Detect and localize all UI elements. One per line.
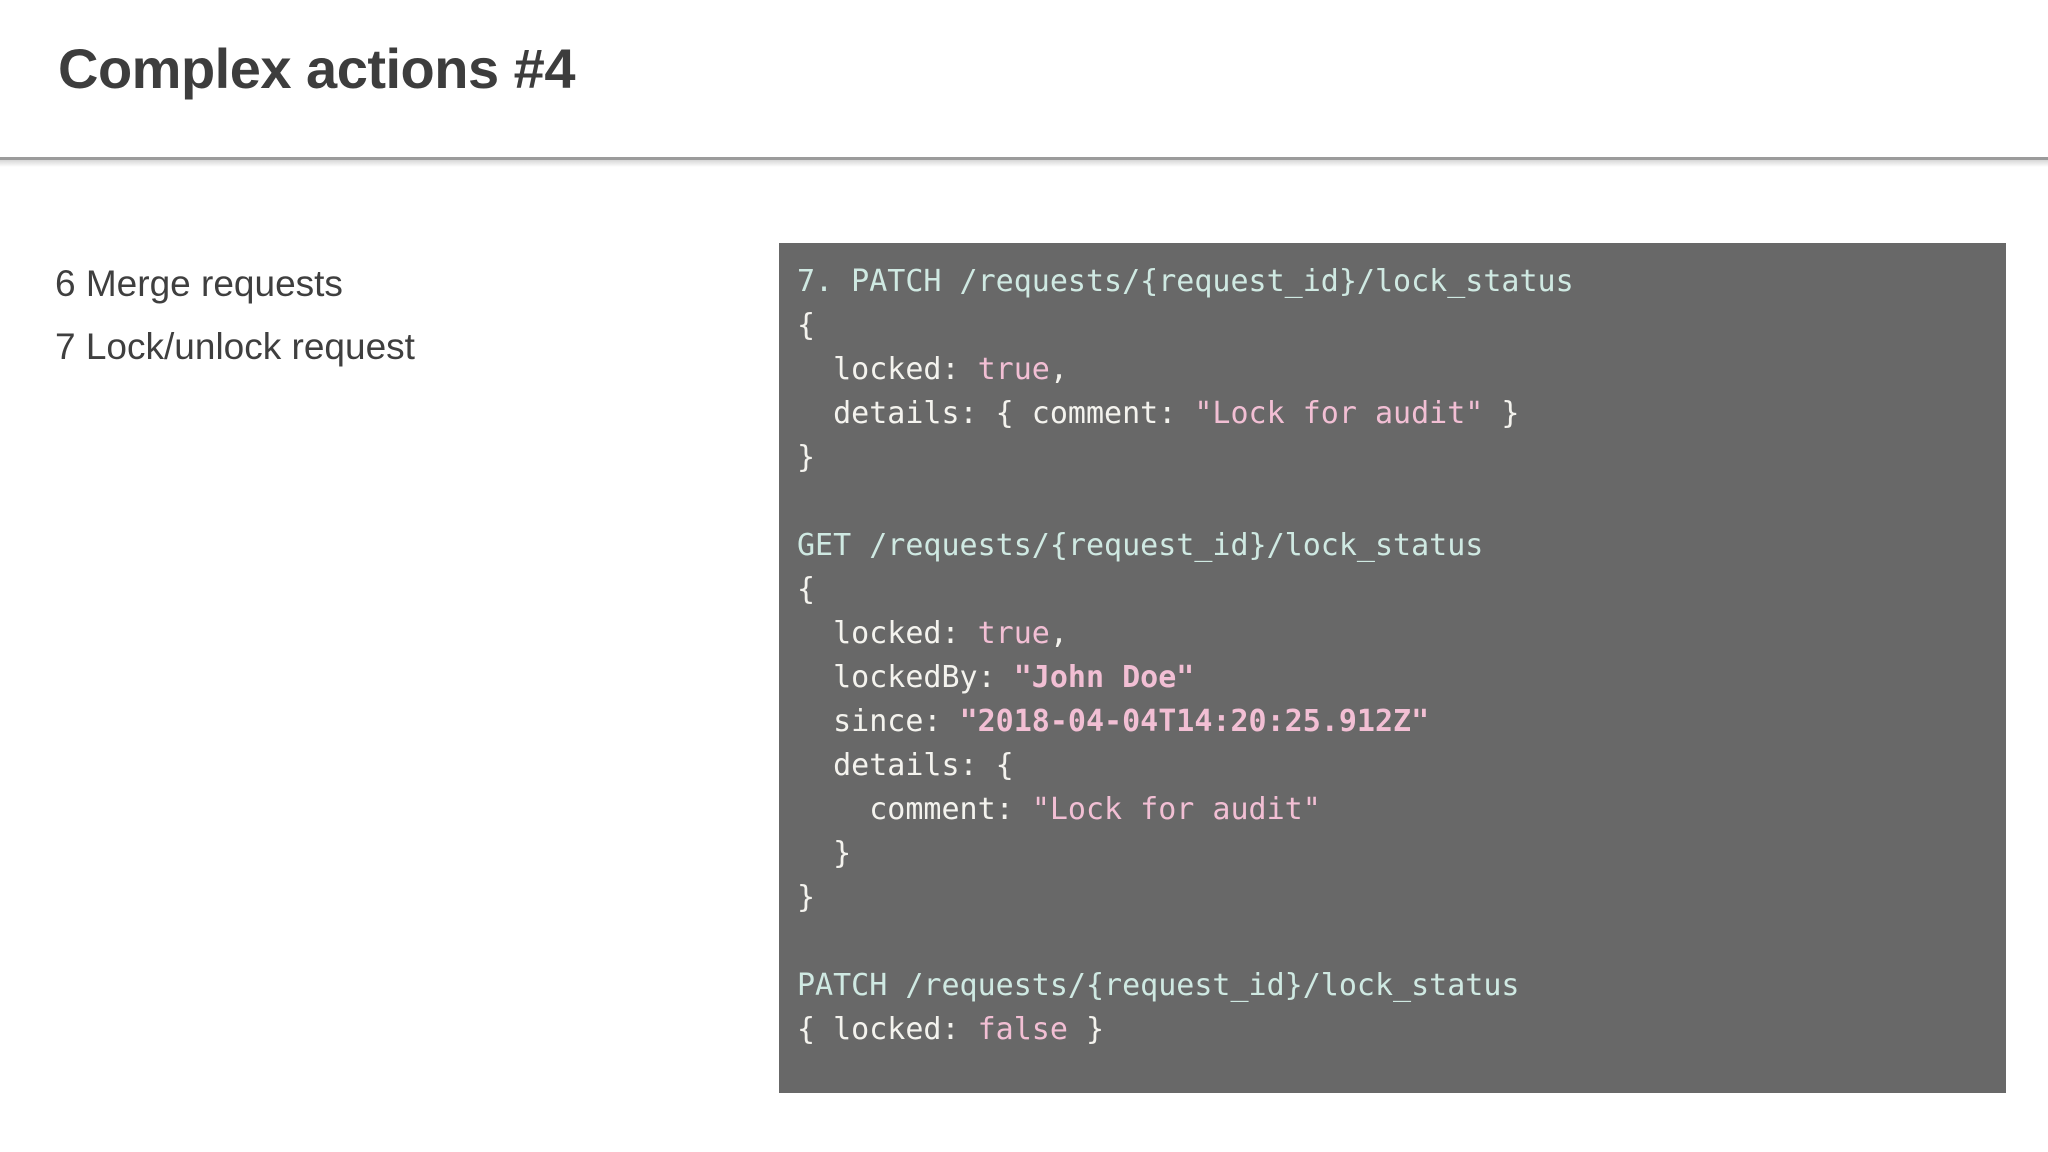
code-line: { xyxy=(797,568,2006,612)
slide-header: Complex actions #4 xyxy=(0,0,2048,167)
header-divider xyxy=(0,157,2048,160)
code-token-value: "Lock for audit" xyxy=(1194,396,1484,431)
code-line-blank xyxy=(797,920,2006,964)
code-token-plain: since: xyxy=(797,704,960,739)
code-line: GET /requests/{request_id}/lock_status xyxy=(797,524,2006,568)
code-token-plain: } xyxy=(797,836,852,871)
page-title: Complex actions #4 xyxy=(58,37,575,100)
code-token-url: 7. PATCH /requests/{request_id}/lock_sta… xyxy=(797,264,1574,299)
code-line: locked: true, xyxy=(797,348,2006,392)
code-token-value: false xyxy=(977,1012,1068,1047)
code-token-plain: { xyxy=(797,308,816,343)
bullet-list: 6 Merge requests 7 Lock/unlock request xyxy=(55,252,695,378)
code-token-plain: comment: xyxy=(797,792,1032,827)
code-line: details: { comment: "Lock for audit" } xyxy=(797,392,2006,436)
code-token-plain: lockedBy: xyxy=(797,660,1014,695)
code-token-plain: } xyxy=(797,440,816,475)
code-token-plain: details: { comment: xyxy=(797,396,1195,431)
code-line: since: "2018-04-04T14:20:25.912Z" xyxy=(797,700,2006,744)
code-token-url: GET /requests/{request_id}/lock_status xyxy=(797,528,1484,563)
code-token-plain: } xyxy=(797,880,816,915)
code-token-value: "2018-04-04T14:20:25.912Z" xyxy=(959,704,1430,739)
code-line-blank xyxy=(797,480,2006,524)
code-panel: 7. PATCH /requests/{request_id}/lock_sta… xyxy=(779,243,2006,1093)
code-line: details: { xyxy=(797,744,2006,788)
code-token-plain: , xyxy=(1049,616,1068,651)
code-token-plain: locked: xyxy=(797,352,978,387)
code-token-plain: locked: xyxy=(797,616,978,651)
list-item: 7 Lock/unlock request xyxy=(55,326,415,367)
code-line: } xyxy=(797,436,2006,480)
code-token-plain: details: { xyxy=(797,748,1014,783)
code-token-plain: } xyxy=(1067,1012,1105,1047)
code-token-plain: } xyxy=(1483,396,1520,431)
code-token-value: "Lock for audit" xyxy=(1031,792,1321,827)
code-line: lockedBy: "John Doe" xyxy=(797,656,2006,700)
code-token-value: "John Doe" xyxy=(1013,660,1195,695)
code-token-plain: { locked: xyxy=(797,1012,978,1047)
code-line: 7. PATCH /requests/{request_id}/lock_sta… xyxy=(797,260,2006,304)
code-token-value: true xyxy=(977,352,1050,387)
code-line: { locked: false } xyxy=(797,1008,2006,1052)
code-line: } xyxy=(797,832,2006,876)
code-token-url: PATCH /requests/{request_id}/lock_status xyxy=(797,968,1520,1003)
header-divider-shadow xyxy=(0,160,2048,167)
code-line: { xyxy=(797,304,2006,348)
list-item: 6 Merge requests xyxy=(55,263,343,304)
code-line: } xyxy=(797,876,2006,920)
code-token-plain: { xyxy=(797,572,816,607)
code-token-plain: , xyxy=(1049,352,1068,387)
code-token-value: true xyxy=(977,616,1050,651)
code-line: comment: "Lock for audit" xyxy=(797,788,2006,832)
code-line: locked: true, xyxy=(797,612,2006,656)
code-line: PATCH /requests/{request_id}/lock_status xyxy=(797,964,2006,1008)
